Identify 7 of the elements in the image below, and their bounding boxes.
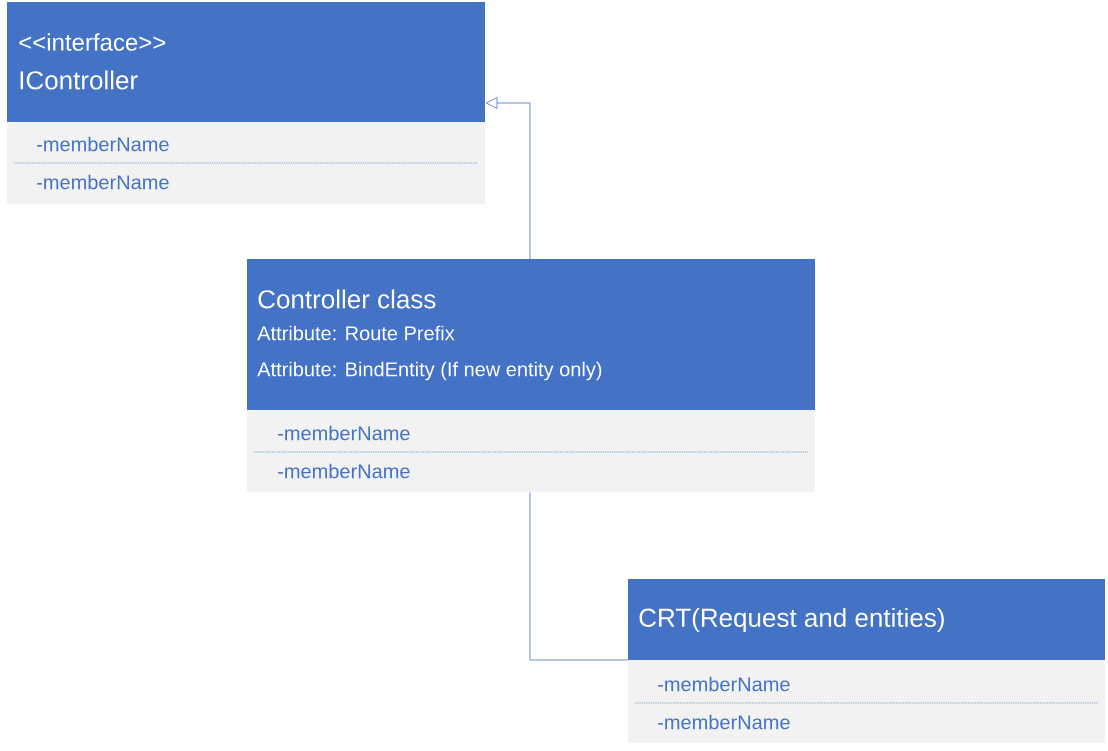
member-name: -memberName <box>278 425 410 441</box>
member-name: -memberName <box>37 174 169 190</box>
member-name: -memberName <box>278 463 410 479</box>
member-name: -memberName <box>37 136 169 152</box>
class-name: CRT(Request and entities) <box>639 607 944 633</box>
inheritance-arrow <box>485 97 531 260</box>
connector-line <box>529 492 629 661</box>
